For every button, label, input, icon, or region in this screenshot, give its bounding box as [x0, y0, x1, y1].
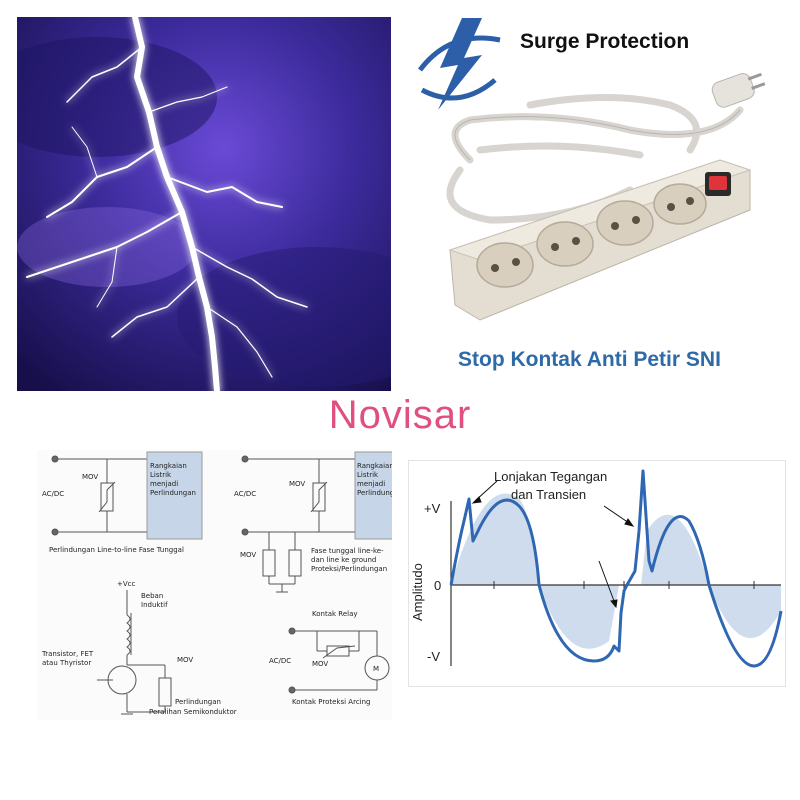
d4-relay-label: Kontak Relay: [312, 610, 358, 618]
d3-mov-label: MOV: [177, 656, 193, 664]
wave-line: [449, 469, 783, 668]
annotation-line2: dan Transien: [511, 487, 586, 502]
product-subtitle: Stop Kontak Anti Petir SNI: [458, 348, 721, 371]
d1-box-line1: Rangkaian: [150, 462, 187, 470]
d2-box-line1: Rangkaian: [357, 462, 392, 470]
brand-name: Novisar: [328, 393, 472, 437]
product-image: Novisar Surge Protection Stop Kontak Ant…: [410, 10, 790, 400]
d3-caption-line1: Perlindungan: [175, 698, 221, 706]
waveform-graph: Lonjakan Tegangan dan Transien +V 0 -V A…: [410, 469, 783, 668]
d3-switch-line1: Transistor, FET: [41, 650, 94, 658]
circuit-schematics: MOV AC/DC Rangkaian Listrik menjadi Perl…: [41, 451, 403, 716]
d4-mov-label: MOV: [312, 660, 328, 668]
wave-fill-positive-1: [451, 493, 539, 585]
tick-zero: 0: [434, 578, 441, 593]
lightning-illustration: [0, 14, 457, 394]
d2-caption-line3: Proteksi/Perlindungan: [311, 565, 387, 573]
d3-vcc-label: +Vcc: [117, 580, 136, 588]
d1-source-label: AC/DC: [42, 490, 64, 498]
lightning-logo-icon: [418, 18, 501, 110]
d3-load-line1: Beban: [141, 592, 163, 600]
tick-minus-v: -V: [427, 649, 440, 664]
d2-box-line4: Perlindungan: [357, 489, 392, 497]
wave-fill-negative-2: [709, 585, 781, 639]
product-title: Surge Protection: [520, 30, 690, 53]
d2-caption-line2: dan line ke ground: [311, 556, 376, 564]
d2-box-line2: Listrik: [357, 471, 379, 479]
annotation-line1: Lonjakan Tegangan: [494, 469, 607, 484]
d3-switch-line2: atau Thyristor: [42, 659, 91, 667]
lightning-photo: [0, 14, 457, 394]
d3-load-line2: Induktif: [141, 601, 168, 609]
d1-box-line2: Listrik: [150, 471, 172, 479]
wave-fill-positive-2: [641, 514, 709, 585]
d4-source-label: AC/DC: [269, 657, 291, 665]
d2-source-label: AC/DC: [234, 490, 256, 498]
d2-box-line3: menjadi: [357, 480, 385, 488]
y-axis-label: Amplitudo: [410, 563, 425, 621]
d1-box-line4: Perlindungan: [150, 489, 196, 497]
d1-mov-label: MOV: [82, 473, 98, 481]
d1-caption: Perlindungan Line-to-line Fase Tunggal: [49, 546, 184, 554]
d2-mov-label: MOV: [289, 480, 305, 488]
surge-waveform: Lonjakan Tegangan dan Transien +V 0 -V A…: [408, 460, 786, 687]
power-strip-illustration: Novisar: [418, 18, 766, 334]
d1-box-line3: menjadi: [150, 480, 178, 488]
d4-motor-label: M: [373, 665, 379, 673]
d2-mov2-label: MOV: [240, 551, 256, 559]
wave-fill-negative-1: [539, 585, 619, 649]
d3-caption-line2: Peralihan Semikonduktor: [149, 708, 237, 716]
circuit-diagrams: MOV AC/DC Rangkaian Listrik menjadi Perl…: [37, 450, 403, 720]
tick-plus-v: +V: [424, 501, 441, 516]
d2-caption-line1: Fase tunggal line-ke-: [311, 547, 384, 555]
d4-caption: Kontak Proteksi Arcing: [292, 698, 371, 706]
